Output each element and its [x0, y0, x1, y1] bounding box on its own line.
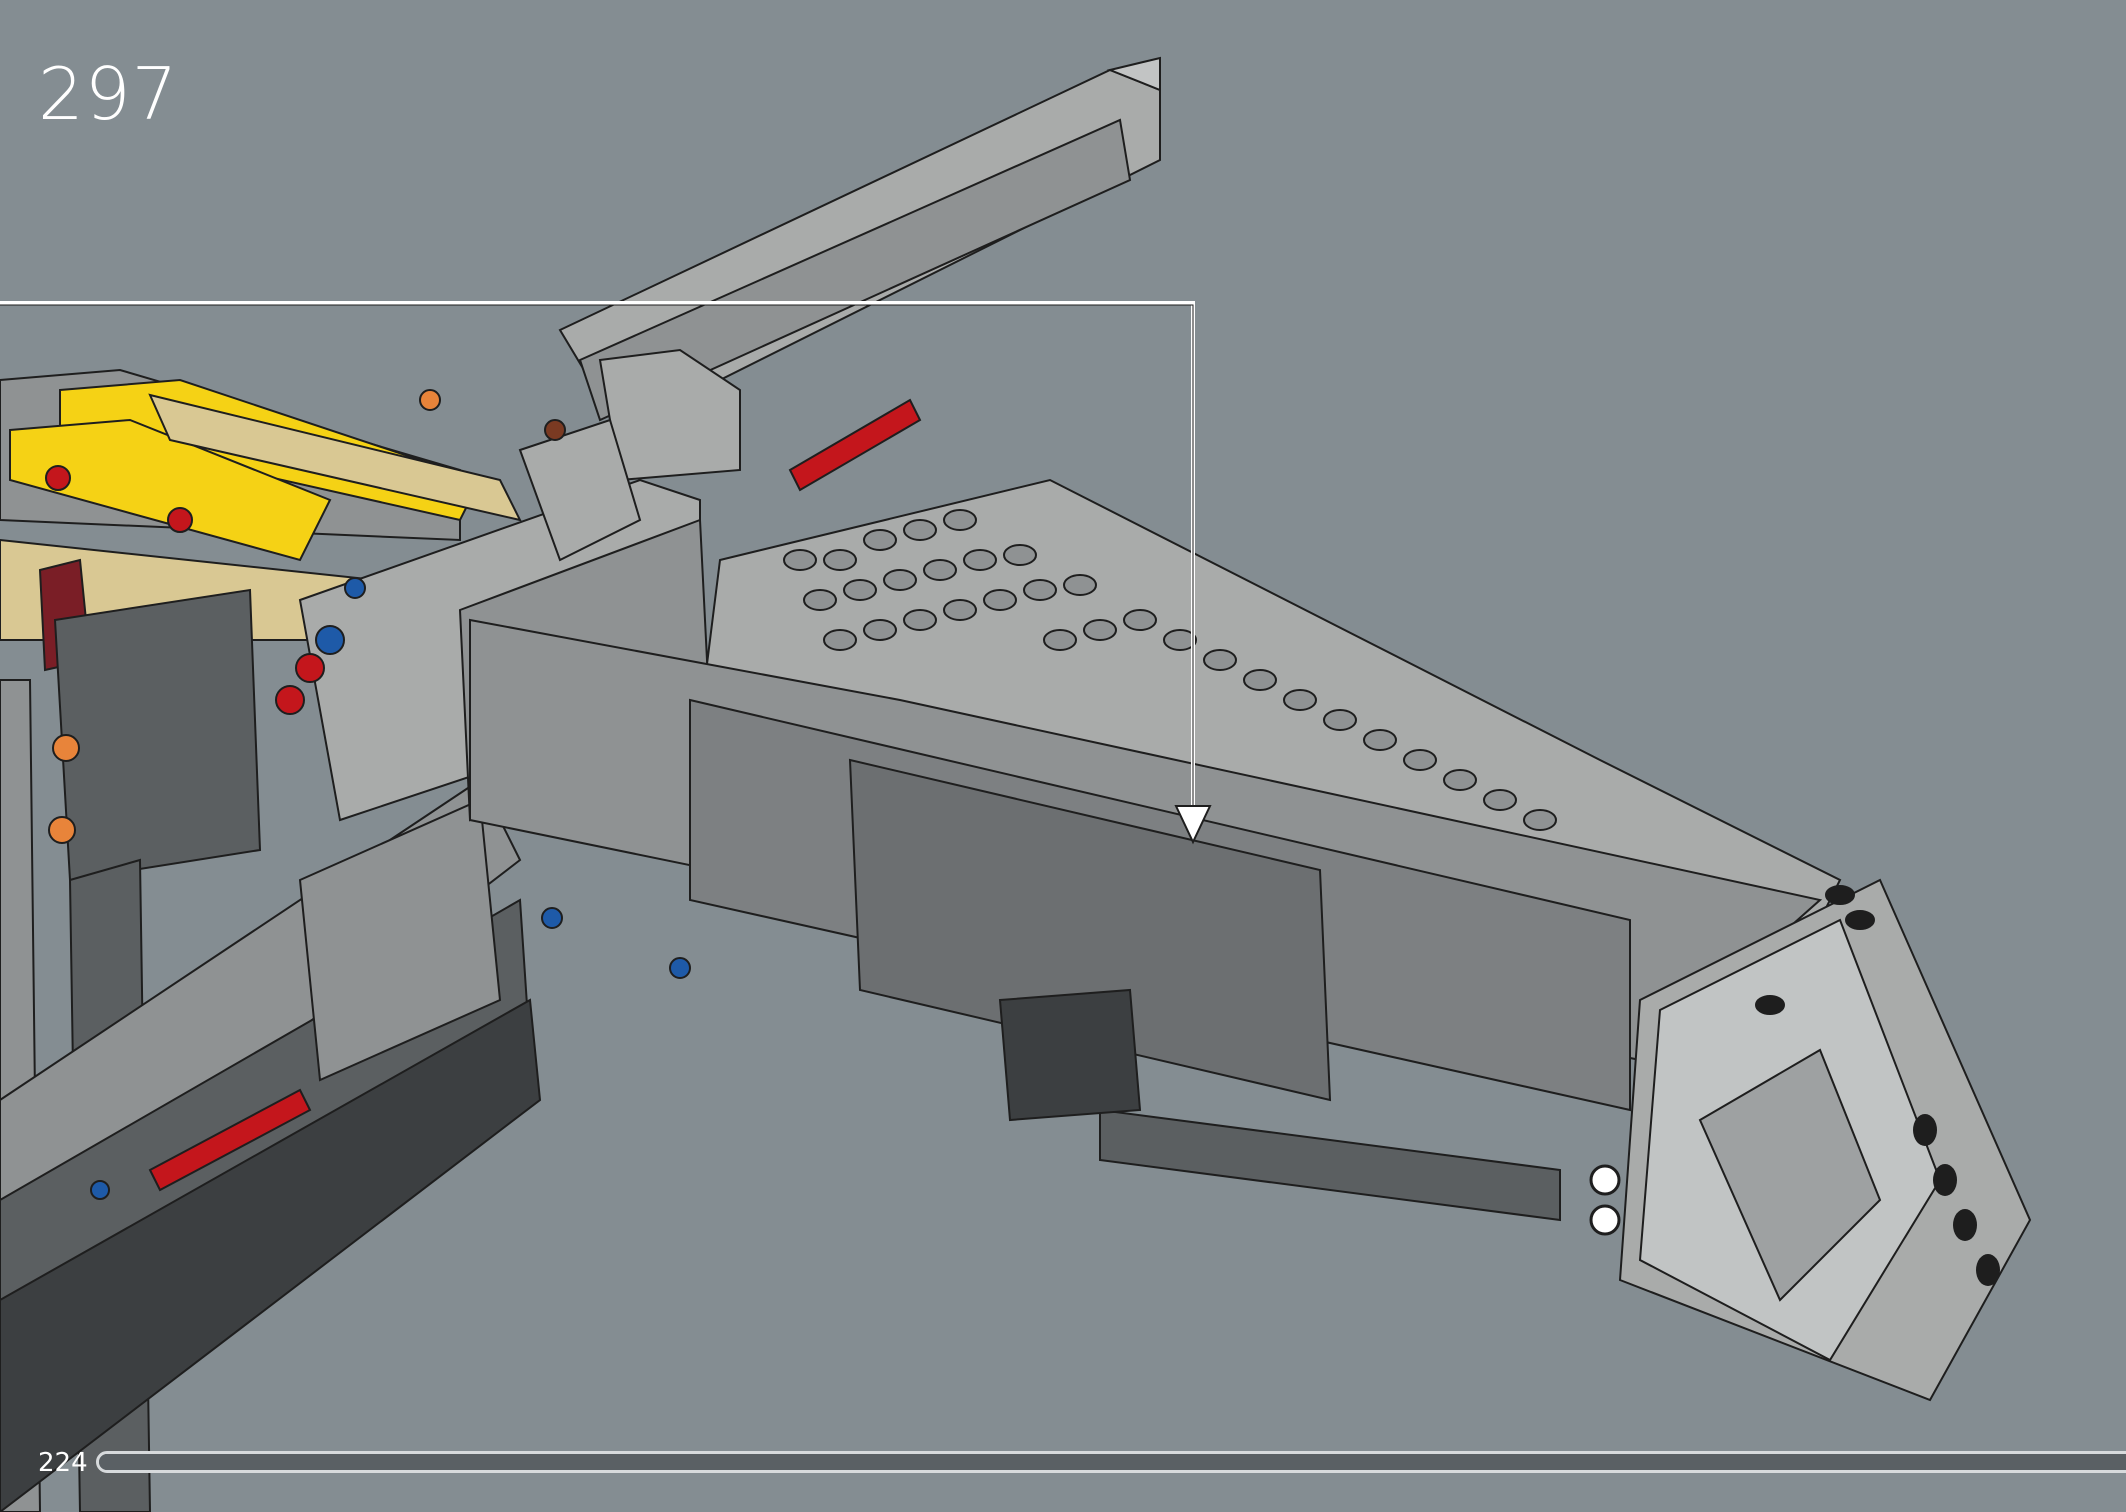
wedge-studs [783, 509, 1875, 1015]
connector-pins [45, 389, 691, 1200]
page-number: 224 [38, 1448, 88, 1478]
upper-arm [558, 56, 1161, 432]
red-strips [148, 398, 922, 1192]
callout [0, 301, 1212, 845]
main-wedge [469, 478, 2032, 1402]
front-holes [1589, 1114, 2000, 1286]
arrow-down-icon [1174, 805, 1212, 845]
lower-left-beam [0, 778, 542, 1512]
progress-bar-fill [99, 1454, 2126, 1470]
progress-bar [96, 1451, 2126, 1473]
step-number: 297 [38, 52, 179, 136]
